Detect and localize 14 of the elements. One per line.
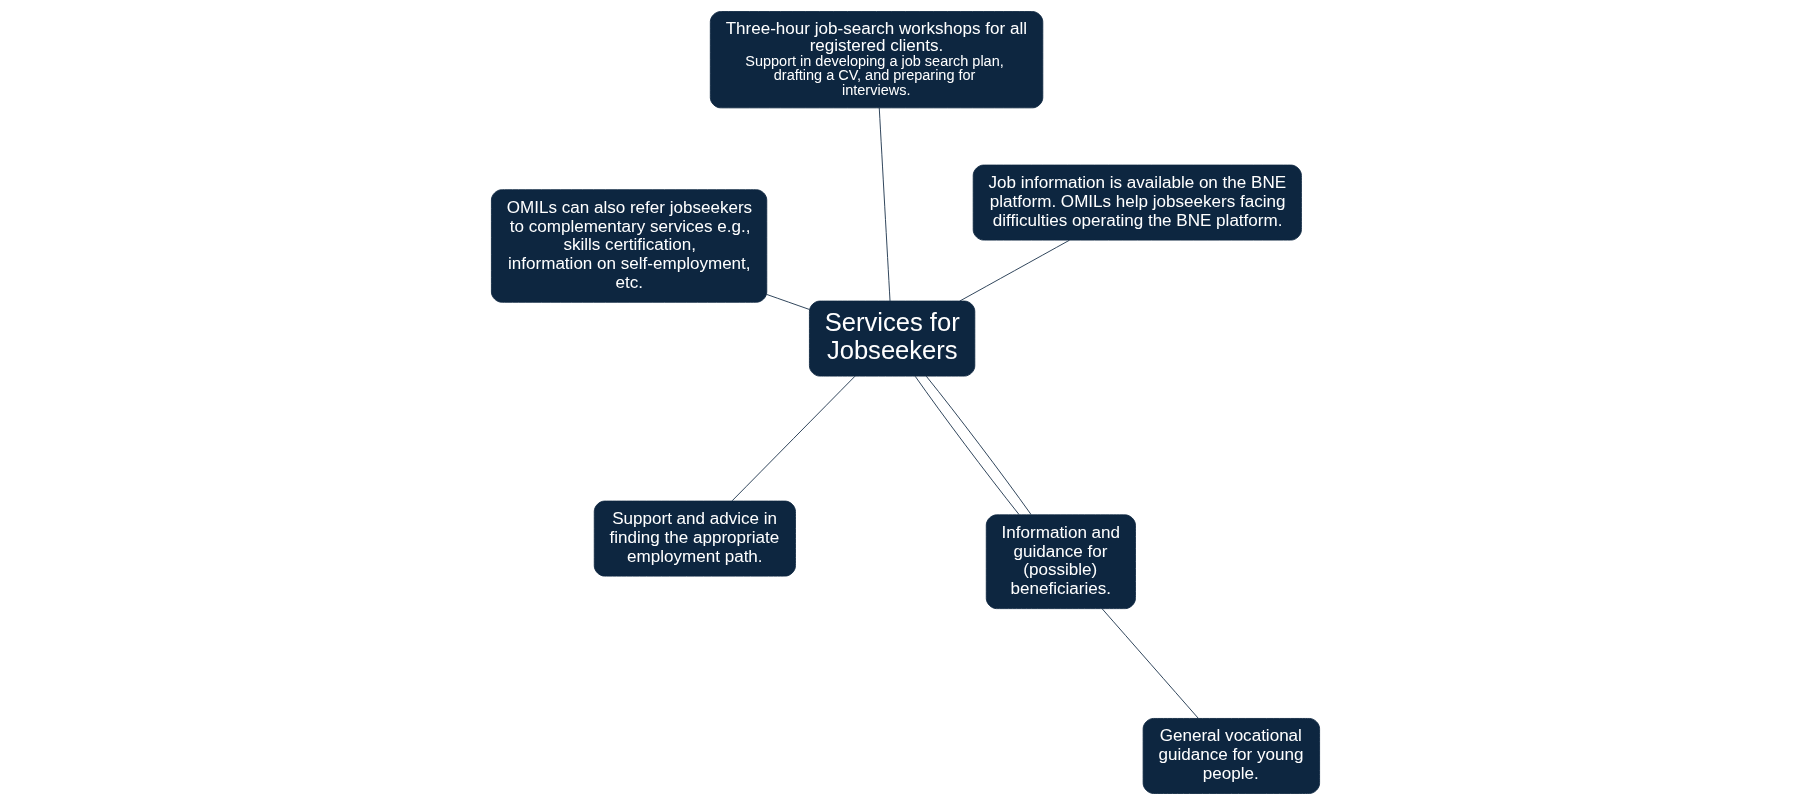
connector (731, 375, 856, 502)
node-box: OMILs can also refer jobseekers to complementary services e.g., skills certification, information on self-employment, etc. (491, 189, 768, 303)
connector (766, 294, 810, 310)
connector (878, 107, 891, 302)
connector (925, 375, 1032, 515)
node-box: Services for Jobseekers (809, 300, 976, 377)
connector (959, 239, 1070, 302)
node-box: Job information is available on the BNE platform. OMILs help jobseekers facing difficulties operating the BNE platform. (972, 164, 1302, 241)
node-box: Information and guidance for (possible) beneficiaries. (985, 514, 1136, 610)
node-box: Support and advice in finding the appropriate employment path. (593, 500, 796, 577)
connector (1101, 608, 1199, 719)
node-box: General vocational guidance for young people. (1142, 718, 1320, 794)
node-box: Three-hour job-search workshops for all registered clients. Support in developing a job search plan, drafting a CV, and preparing for interviews. (709, 11, 1044, 109)
connector (914, 375, 1020, 515)
